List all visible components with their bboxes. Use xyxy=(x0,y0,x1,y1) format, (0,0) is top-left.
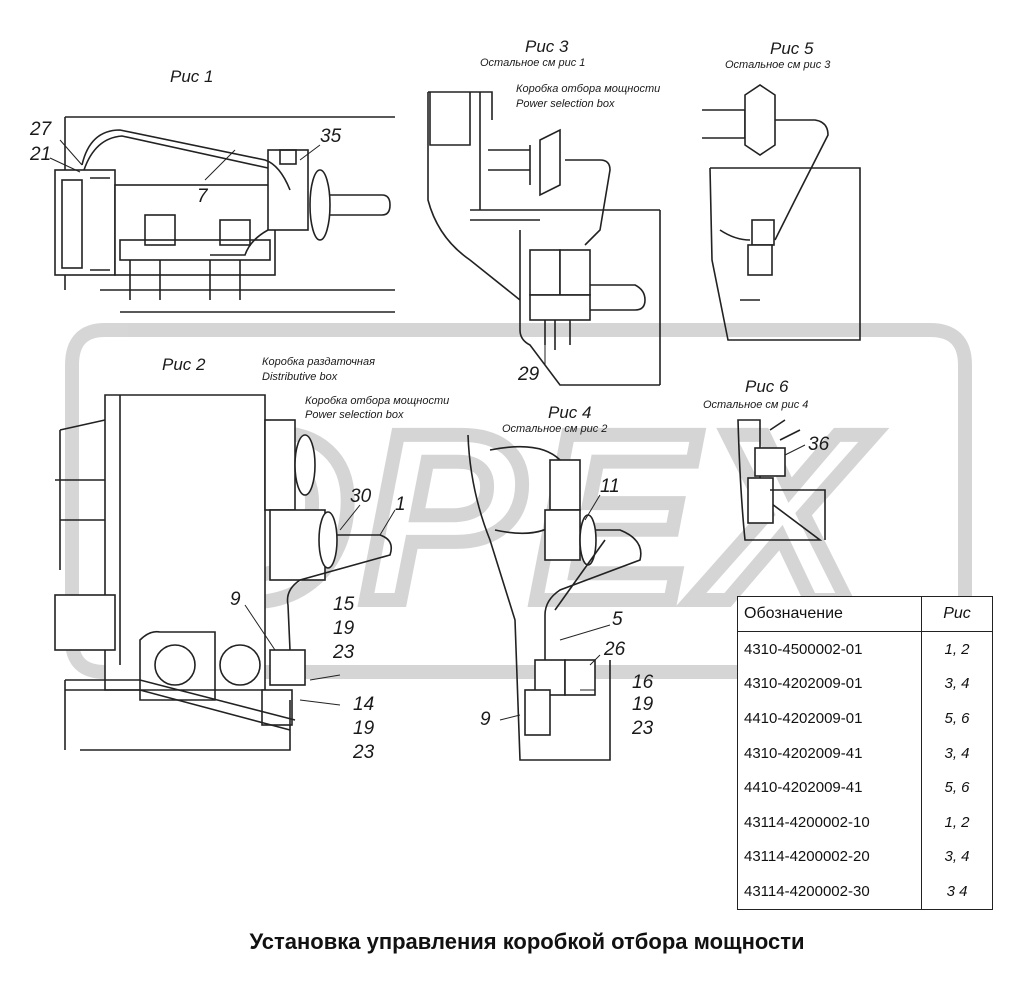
figure-cell: 5, 6 xyxy=(921,701,992,736)
fig3-note-en: Power selection box xyxy=(516,98,615,110)
figure-cell: 3, 4 xyxy=(921,666,992,702)
callout: 21 xyxy=(29,144,51,165)
callout: 23 xyxy=(332,642,355,663)
fig2-note-en-2: Power selection box xyxy=(305,409,404,421)
designation-cell: 43114-4200002-20 xyxy=(744,848,870,866)
fig4-label: Рис 4 xyxy=(548,403,591,422)
callout: 19 xyxy=(333,618,355,639)
callout: 30 xyxy=(350,486,372,507)
figure-cell: 1, 2 xyxy=(921,631,992,667)
callout: 35 xyxy=(320,126,342,147)
figure-cell: 5, 6 xyxy=(921,770,992,806)
header-designation: Обозначение xyxy=(738,597,922,632)
fig2-note-ru-2: Коробка отбора мощности xyxy=(305,395,449,407)
fig5-drawing xyxy=(702,84,861,341)
table-row: 4310-4500002-01 1, 2 xyxy=(738,631,992,667)
fig5-subtitle: Остальное см рис 3 xyxy=(725,59,831,71)
designation-table: Обозначение Рис 4310-4500002-01 1, 2 4310… xyxy=(737,596,993,910)
table-row: 43114-4200002-10 1, 2 xyxy=(738,805,992,840)
figure-labels: Рис 1 Рис 2 Рис 3 Остальное см рис 1 Рис… xyxy=(162,37,831,435)
callout: 9 xyxy=(480,709,491,730)
fig2-note-ru-1: Коробка раздаточная xyxy=(262,356,375,368)
designation-cell: 4310-4500002-01 xyxy=(744,640,863,658)
callout: 27 xyxy=(29,119,53,140)
table-row: 4410-4202009-41 5, 6 xyxy=(738,770,992,806)
callout: 1 xyxy=(395,494,406,515)
designation-cell: 4310-4202009-41 xyxy=(744,744,863,762)
fig6-label: Рис 6 xyxy=(745,377,789,396)
callout: 19 xyxy=(632,694,654,715)
callout: 14 xyxy=(353,694,374,715)
callout: 23 xyxy=(631,718,654,739)
callout: 26 xyxy=(603,639,626,660)
fig1-label: Рис 1 xyxy=(170,67,213,86)
callout: 9 xyxy=(230,589,241,610)
fig4-drawing xyxy=(467,434,642,761)
fig6-drawing xyxy=(737,419,826,541)
header-figure: Рис xyxy=(921,597,992,632)
table-row: 4310-4202009-41 3, 4 xyxy=(738,735,992,771)
fig2-note-en-1: Distributive box xyxy=(262,371,338,383)
callout: 7 xyxy=(197,186,209,207)
drawing-title: Установка управления коробкой отбора мощ… xyxy=(249,929,804,954)
table-row: 43114-4200002-20 3, 4 xyxy=(738,839,992,875)
fig3-note-ru: Коробка отбора мощности xyxy=(516,83,660,95)
callout: 5 xyxy=(612,609,623,630)
figure-cell: 3, 4 xyxy=(921,735,992,771)
fig2-label: Рис 2 xyxy=(162,355,206,374)
designation-cell: 4310-4202009-01 xyxy=(744,675,863,693)
designation-cell: 4410-4202009-41 xyxy=(744,779,863,797)
callout: 29 xyxy=(517,364,540,385)
fig5-label: Рис 5 xyxy=(770,39,814,58)
callout: 23 xyxy=(352,742,375,763)
table-header-row: Обозначение Рис xyxy=(738,597,992,632)
table-row: 4310-4202009-01 3, 4 xyxy=(738,666,992,702)
fig1-drawing xyxy=(54,116,395,313)
callout: 11 xyxy=(600,476,620,497)
fig3-label: Рис 3 xyxy=(525,37,569,56)
table-row: 4410-4202009-01 5, 6 xyxy=(738,701,992,736)
fig3-drawing xyxy=(427,91,661,386)
leader-lines xyxy=(49,139,806,721)
designation-cell: 43114-4200002-30 xyxy=(744,883,870,901)
fig4-subtitle: Остальное см рис 2 xyxy=(502,423,607,435)
designation-cell: 4410-4202009-01 xyxy=(744,710,863,728)
callout: 15 xyxy=(333,594,355,615)
fig2-drawing xyxy=(54,394,393,751)
figure-cell: 3 4 xyxy=(921,874,992,909)
callout-numbers: 27 21 7 35 29 30 1 9 15 19 23 14 19 23 1… xyxy=(29,119,830,763)
figure-cell: 3, 4 xyxy=(921,839,992,875)
callout: 36 xyxy=(808,434,830,455)
designation-cell: 43114-4200002-10 xyxy=(744,813,870,831)
fig3-subtitle: Остальное см рис 1 xyxy=(480,57,585,69)
fig6-subtitle: Остальное см рис 4 xyxy=(703,399,808,411)
callout: 16 xyxy=(632,672,654,693)
figure-cell: 1, 2 xyxy=(921,805,992,840)
callout: 19 xyxy=(353,718,375,739)
table-row: 43114-4200002-30 3 4 xyxy=(738,874,992,909)
